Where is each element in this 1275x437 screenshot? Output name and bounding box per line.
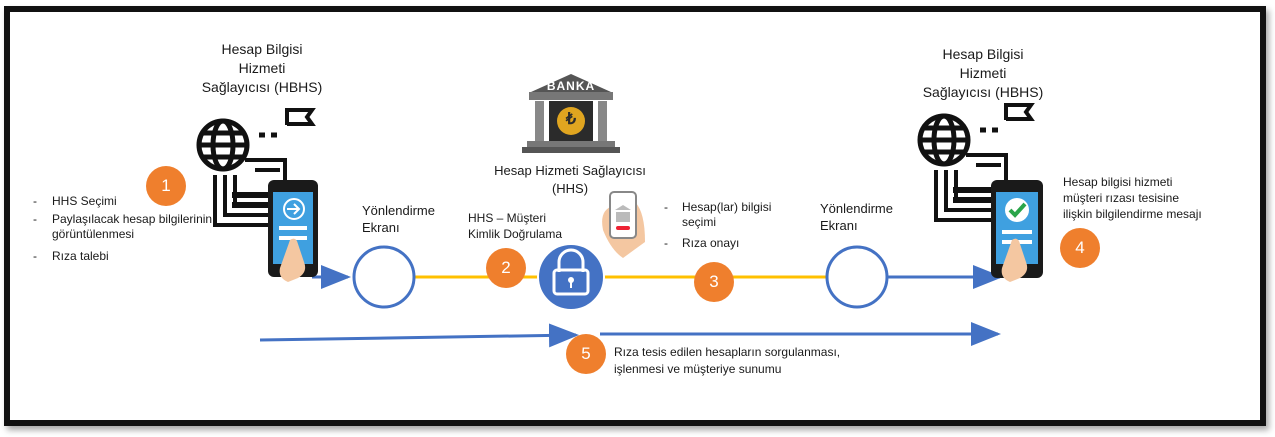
label-line: Yönlendirme: [362, 203, 435, 218]
step-1-bullet: HHS Seçimi: [52, 194, 117, 208]
step-3-badge: 3: [694, 262, 734, 302]
step-2-label: HHS – Müşteri Kimlik Doğrulama: [468, 210, 562, 242]
label-line: Kimlik Doğrulama: [468, 227, 563, 241]
title-line: (HHS): [551, 181, 589, 196]
globe-network-icon-right: [917, 103, 1035, 222]
bank-title: Hesap Hizmeti Sağlayıcısı (HHS): [475, 162, 665, 198]
bullet-dash: -: [33, 194, 37, 208]
label-line: ilişkin bilgilendirme mesajı: [1063, 207, 1202, 221]
label-line: müşteri rızası tesisine: [1063, 191, 1180, 205]
label-line: Yönlendirme: [820, 201, 893, 216]
phone-icon-left: [268, 180, 318, 282]
mobile-banking-icon: [602, 191, 645, 258]
step-3-bullet: Rıza onayı: [682, 236, 740, 250]
step-3-bullet: Hesap(lar) bilgisi seçimi: [682, 200, 772, 229]
title-line: Sağlayıcısı (HBHS): [922, 84, 1044, 100]
redirect-label-left: Yönlendirme Ekranı: [362, 202, 435, 236]
title-line: Sağlayıcısı (HBHS): [201, 79, 323, 95]
step-5-badge: 5: [566, 334, 606, 374]
redirect-label-right: Yönlendirme Ekranı: [820, 200, 893, 234]
title-line: Hesap Hizmeti Sağlayıcısı: [494, 163, 646, 178]
bank-icon: [522, 74, 620, 153]
step-2-badge: 2: [486, 248, 526, 288]
step-1-bullet: Rıza talebi: [52, 249, 109, 263]
lira-symbol: ₺: [565, 111, 577, 128]
label-line: Hesap bilgisi hizmeti: [1063, 175, 1173, 189]
bullet-dash: -: [664, 236, 668, 250]
globe-network-icon-left: [196, 108, 316, 227]
title-line: Hizmeti: [238, 60, 286, 76]
right-provider-title: Hesap Bilgisi Hizmeti Sağlayıcısı (HBHS): [893, 45, 1073, 102]
step-5-label: Rıza tesis edilen hesapların sorgulanmas…: [614, 344, 840, 378]
left-provider-title: Hesap Bilgisi Hizmeti Sağlayıcısı (HBHS): [172, 40, 352, 97]
title-line: Hizmeti: [959, 65, 1007, 81]
label-line: HHS – Müşteri: [468, 211, 547, 225]
title-line: Hesap Bilgisi: [221, 41, 303, 57]
label-line: Ekranı: [820, 218, 858, 233]
lock-icon: [537, 243, 605, 311]
step-1-badge: 1: [146, 166, 186, 206]
redirect-circle-left: [352, 245, 416, 309]
phone-check-icon-right: [991, 180, 1043, 282]
bank-logo-text: BANKA: [546, 79, 596, 93]
bullet-dash: -: [664, 200, 668, 214]
step-1-bullet: Paylaşılacak hesap bilgilerinin görüntül…: [52, 212, 213, 241]
redirect-circle-right: [825, 245, 889, 309]
label-line: Rıza tesis edilen hesapların sorgulanmas…: [614, 345, 841, 359]
title-line: Hesap Bilgisi: [942, 46, 1024, 62]
step-4-badge: 4: [1060, 228, 1100, 268]
bullet-dash: -: [33, 212, 37, 226]
bullet-dash: -: [33, 249, 37, 263]
label-line: işlenmesi ve müşteriye sunumu: [614, 362, 782, 376]
flow-arrow-step5-left: [259, 323, 579, 348]
label-line: Ekranı: [362, 220, 400, 235]
step-4-label: Hesap bilgisi hizmeti müşteri rızası tes…: [1063, 174, 1202, 222]
